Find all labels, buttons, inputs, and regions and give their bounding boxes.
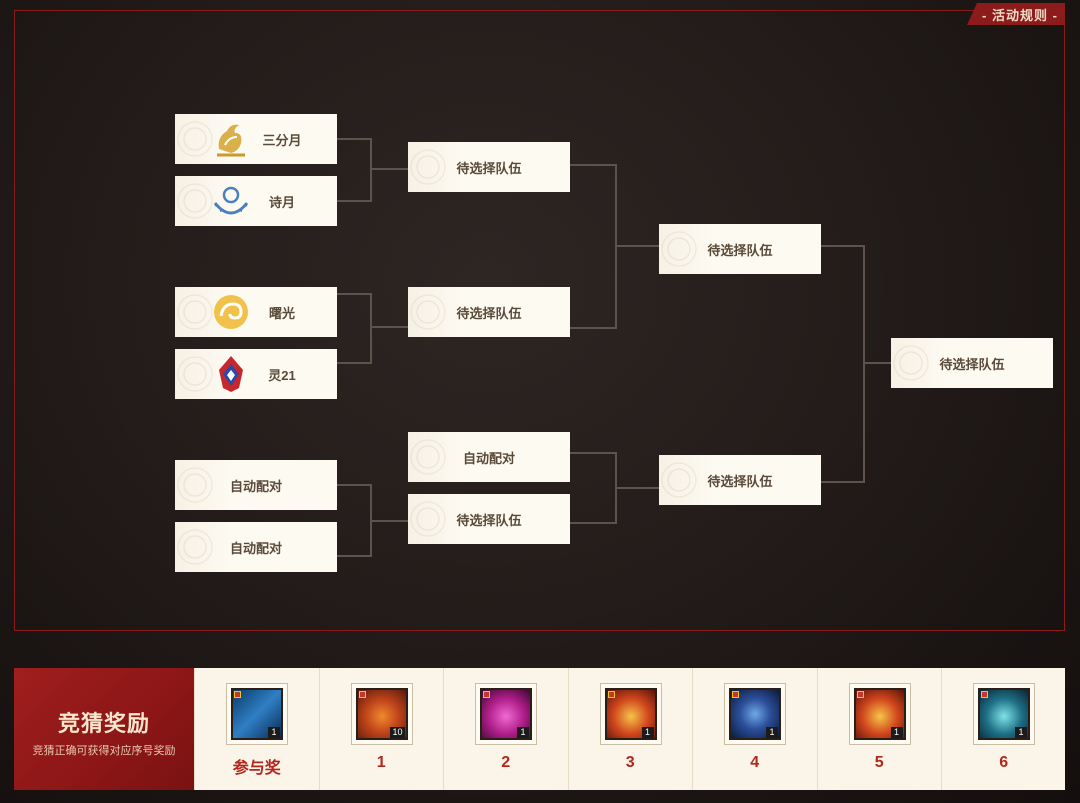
cyan-dragon-mount-icon: 1 bbox=[978, 688, 1030, 740]
bracket-connector bbox=[337, 293, 371, 295]
team-name: 待选择队伍 bbox=[456, 160, 522, 176]
bracket-connector bbox=[370, 138, 372, 202]
reward-label: 参与奖 bbox=[232, 760, 281, 777]
bracket-connector bbox=[570, 522, 616, 524]
bracket-frame bbox=[14, 10, 1065, 631]
reward-icon-frame[interactable]: 1 bbox=[724, 683, 786, 745]
item-count: 1 bbox=[517, 727, 529, 738]
team-card-r1-5[interactable]: 自动配对 bbox=[175, 460, 337, 510]
pink-gift-bag-icon: 1 bbox=[480, 688, 532, 740]
team-name: 待选择队伍 bbox=[456, 305, 522, 321]
bracket-connector bbox=[337, 138, 371, 140]
bracket-connector bbox=[570, 164, 616, 166]
orange-pouch-icon: 10 bbox=[355, 688, 408, 740]
item-count: 1 bbox=[268, 727, 280, 738]
bracket-connector bbox=[337, 484, 371, 486]
bracket-connector bbox=[615, 487, 659, 489]
reward-item-1[interactable]: 10 1 bbox=[318, 668, 444, 790]
reward-item-2[interactable]: 1 2 bbox=[443, 668, 568, 790]
reward-item-participation[interactable]: 1 参与奖 bbox=[194, 668, 319, 790]
team-card-final[interactable]: 6 待选择队伍 bbox=[891, 338, 1053, 388]
crystal-shield-icon bbox=[219, 356, 243, 392]
team-card-r1-4[interactable]: 灵21 bbox=[175, 349, 337, 399]
reward-icon-frame[interactable]: 1 bbox=[475, 683, 537, 745]
team-card-qf-2[interactable]: 2 待选择队伍 bbox=[408, 287, 570, 337]
bracket-connector bbox=[863, 245, 865, 483]
rewards-title: 竞猜奖励 bbox=[57, 711, 150, 736]
bracket-connector bbox=[863, 362, 891, 364]
team-card-qf-3[interactable]: 自动配对 bbox=[408, 432, 570, 482]
bracket-connector bbox=[370, 293, 372, 364]
bracket-connector bbox=[570, 327, 616, 329]
bracket-connector bbox=[821, 481, 865, 483]
red-gold-bag-icon: 1 bbox=[604, 688, 657, 740]
team-name: 待选择队伍 bbox=[707, 473, 773, 489]
reward-icon-frame[interactable]: 1 bbox=[848, 683, 911, 745]
rewards-header: 竞猜奖励 竞猜正确可获得对应序号奖励 bbox=[14, 668, 194, 790]
bracket-connector bbox=[337, 200, 371, 202]
team-name: 自动配对 bbox=[229, 478, 282, 494]
team-name: 自动配对 bbox=[229, 540, 282, 556]
team-name: 待选择队伍 bbox=[456, 512, 522, 528]
reward-icon-frame[interactable]: 1 bbox=[973, 683, 1035, 745]
item-count: 1 bbox=[890, 727, 903, 738]
team-name: 待选择队伍 bbox=[939, 356, 1005, 372]
team-name: 灵21 bbox=[268, 367, 296, 383]
item-count: 1 bbox=[641, 727, 654, 738]
rewards-subtitle: 竞猜正确可获得对应序号奖励 bbox=[32, 745, 176, 757]
team-card-sf-2[interactable]: 5 待选择队伍 bbox=[659, 455, 821, 505]
item-count: 10 bbox=[390, 727, 405, 738]
reward-label: 4 bbox=[750, 754, 760, 771]
team-card-qf-4[interactable]: 4 待选择队伍 bbox=[408, 494, 570, 544]
reward-label: 6 bbox=[999, 754, 1009, 771]
reward-item-6[interactable]: 1 6 bbox=[941, 668, 1066, 790]
reward-icon-frame[interactable]: 1 bbox=[599, 683, 662, 745]
blue-mount-card-icon: 1 bbox=[231, 688, 283, 740]
bracket-connector bbox=[370, 168, 408, 170]
team-name: 待选择队伍 bbox=[707, 242, 773, 258]
red-gold-bag-icon: 1 bbox=[853, 688, 906, 740]
golden-dragon-icon bbox=[217, 124, 245, 157]
team-name: 自动配对 bbox=[462, 450, 515, 466]
reward-label: 1 bbox=[376, 754, 386, 771]
team-card-r1-3[interactable]: 曙光 bbox=[175, 287, 337, 337]
bracket-connector bbox=[615, 245, 659, 247]
reward-label: 3 bbox=[625, 754, 635, 771]
team-card-r1-6[interactable]: 自动配对 bbox=[175, 522, 337, 572]
reward-item-3[interactable]: 1 3 bbox=[567, 668, 693, 790]
team-name: 诗月 bbox=[268, 194, 295, 210]
reward-label: 2 bbox=[501, 754, 511, 771]
bracket-connector bbox=[337, 555, 371, 557]
team-name: 三分月 bbox=[262, 132, 302, 148]
team-card-qf-1[interactable]: 1 待选择队伍 bbox=[408, 142, 570, 192]
reward-item-4[interactable]: 1 4 bbox=[692, 668, 817, 790]
item-count: 1 bbox=[766, 727, 778, 738]
activity-rules-button[interactable]: - 活动规则 - bbox=[967, 3, 1065, 25]
reward-item-5[interactable]: 1 5 bbox=[816, 668, 942, 790]
reward-label: 5 bbox=[874, 754, 884, 771]
guess-rewards-panel: 竞猜奖励 竞猜正确可获得对应序号奖励 1 参与奖 10 1 1 2 bbox=[14, 668, 1065, 790]
blue-star-token-icon: 1 bbox=[729, 688, 781, 740]
team-card-sf-1[interactable]: 3 待选择队伍 bbox=[659, 224, 821, 274]
team-card-r1-1[interactable]: 三分月 bbox=[175, 114, 337, 164]
bracket-connector bbox=[821, 245, 865, 247]
bracket-connector bbox=[337, 362, 371, 364]
team-name: 曙光 bbox=[268, 305, 295, 321]
team-card-r1-2[interactable]: 诗月 bbox=[175, 176, 337, 226]
reward-icon-frame[interactable]: 1 bbox=[226, 683, 288, 745]
bracket-connector bbox=[370, 326, 408, 328]
bracket-connector bbox=[370, 520, 408, 522]
item-count: 1 bbox=[1015, 727, 1027, 738]
sun-swirl-icon bbox=[214, 295, 248, 329]
reward-icon-frame[interactable]: 10 bbox=[350, 683, 413, 745]
bracket-connector bbox=[570, 452, 616, 454]
blue-laurel-icon bbox=[213, 186, 249, 215]
